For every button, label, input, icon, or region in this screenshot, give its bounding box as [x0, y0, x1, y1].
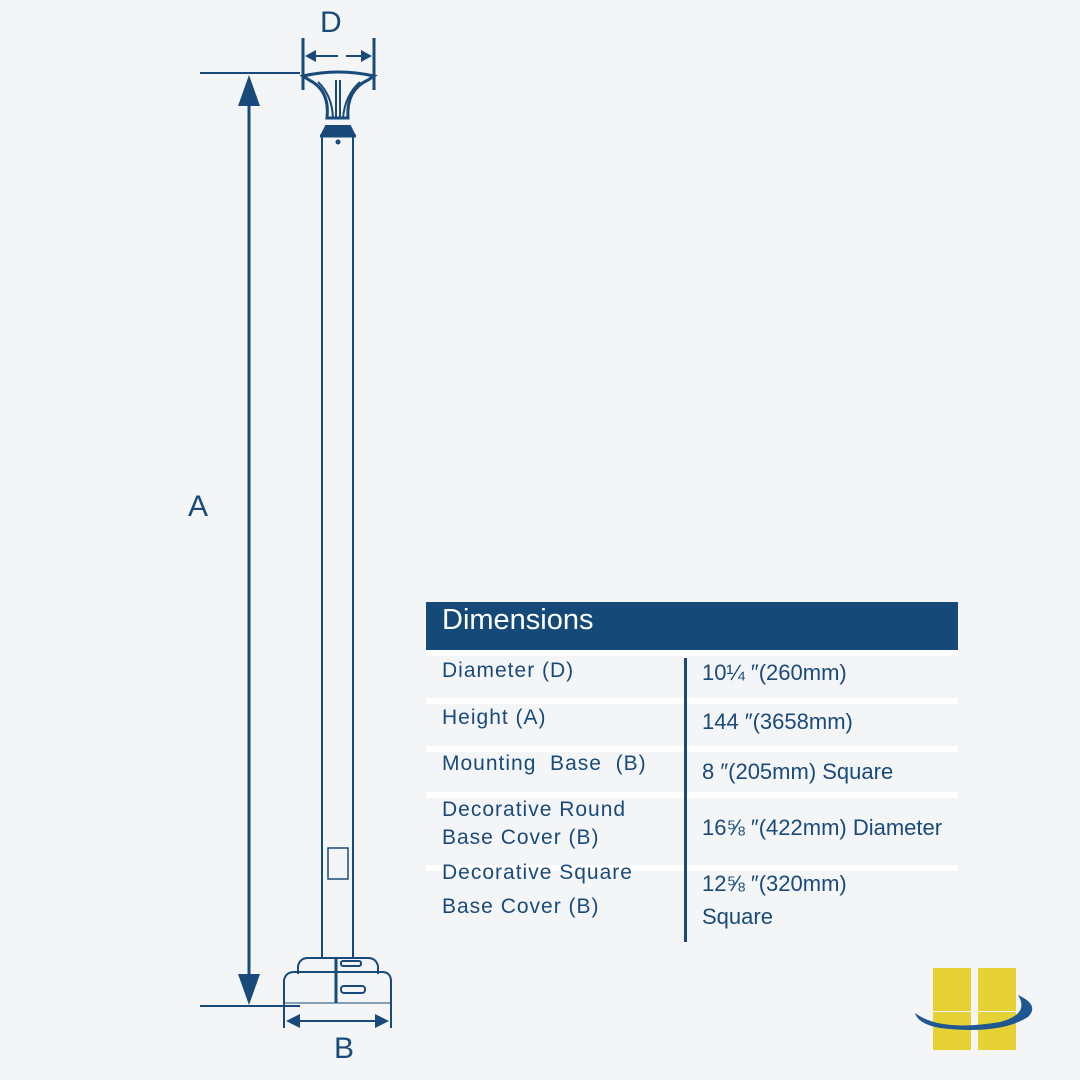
row-value: Square: [702, 904, 773, 929]
row-value: 10¼ ″(260mm): [702, 660, 847, 685]
row-label: Decorative Round: [442, 798, 627, 821]
row-value: 144 ″(3658mm): [702, 709, 853, 734]
base-label: B: [334, 1032, 355, 1065]
arrow-up-icon: [238, 75, 260, 106]
column-divider: [684, 658, 687, 942]
row-label: Height (A): [442, 706, 547, 729]
row-value: 12⅝ ″(320mm): [702, 871, 847, 896]
row-value: 16⅝ ″(422mm) Diameter: [702, 815, 943, 840]
arrow-right-icon: [361, 50, 372, 62]
access-door: [327, 847, 349, 880]
arrow-down-icon: [238, 974, 260, 1005]
diameter-label: D: [320, 6, 342, 39]
arrow-left-icon: [305, 50, 316, 62]
row-label: Diameter (D): [442, 659, 575, 682]
table-title: Dimensions: [442, 604, 594, 636]
row-label: Base Cover (B): [442, 895, 600, 918]
height-label: A: [188, 490, 209, 523]
table-header: Dimensions: [426, 602, 958, 650]
row-label: Decorative Square: [442, 861, 633, 884]
row-label: Base Cover (B): [442, 826, 600, 849]
company-logo: [915, 968, 1033, 1050]
pole-head: [299, 70, 378, 120]
row-value: 8 ″(205mm) Square: [702, 759, 894, 784]
row-label: Mounting Base (B): [442, 752, 647, 775]
